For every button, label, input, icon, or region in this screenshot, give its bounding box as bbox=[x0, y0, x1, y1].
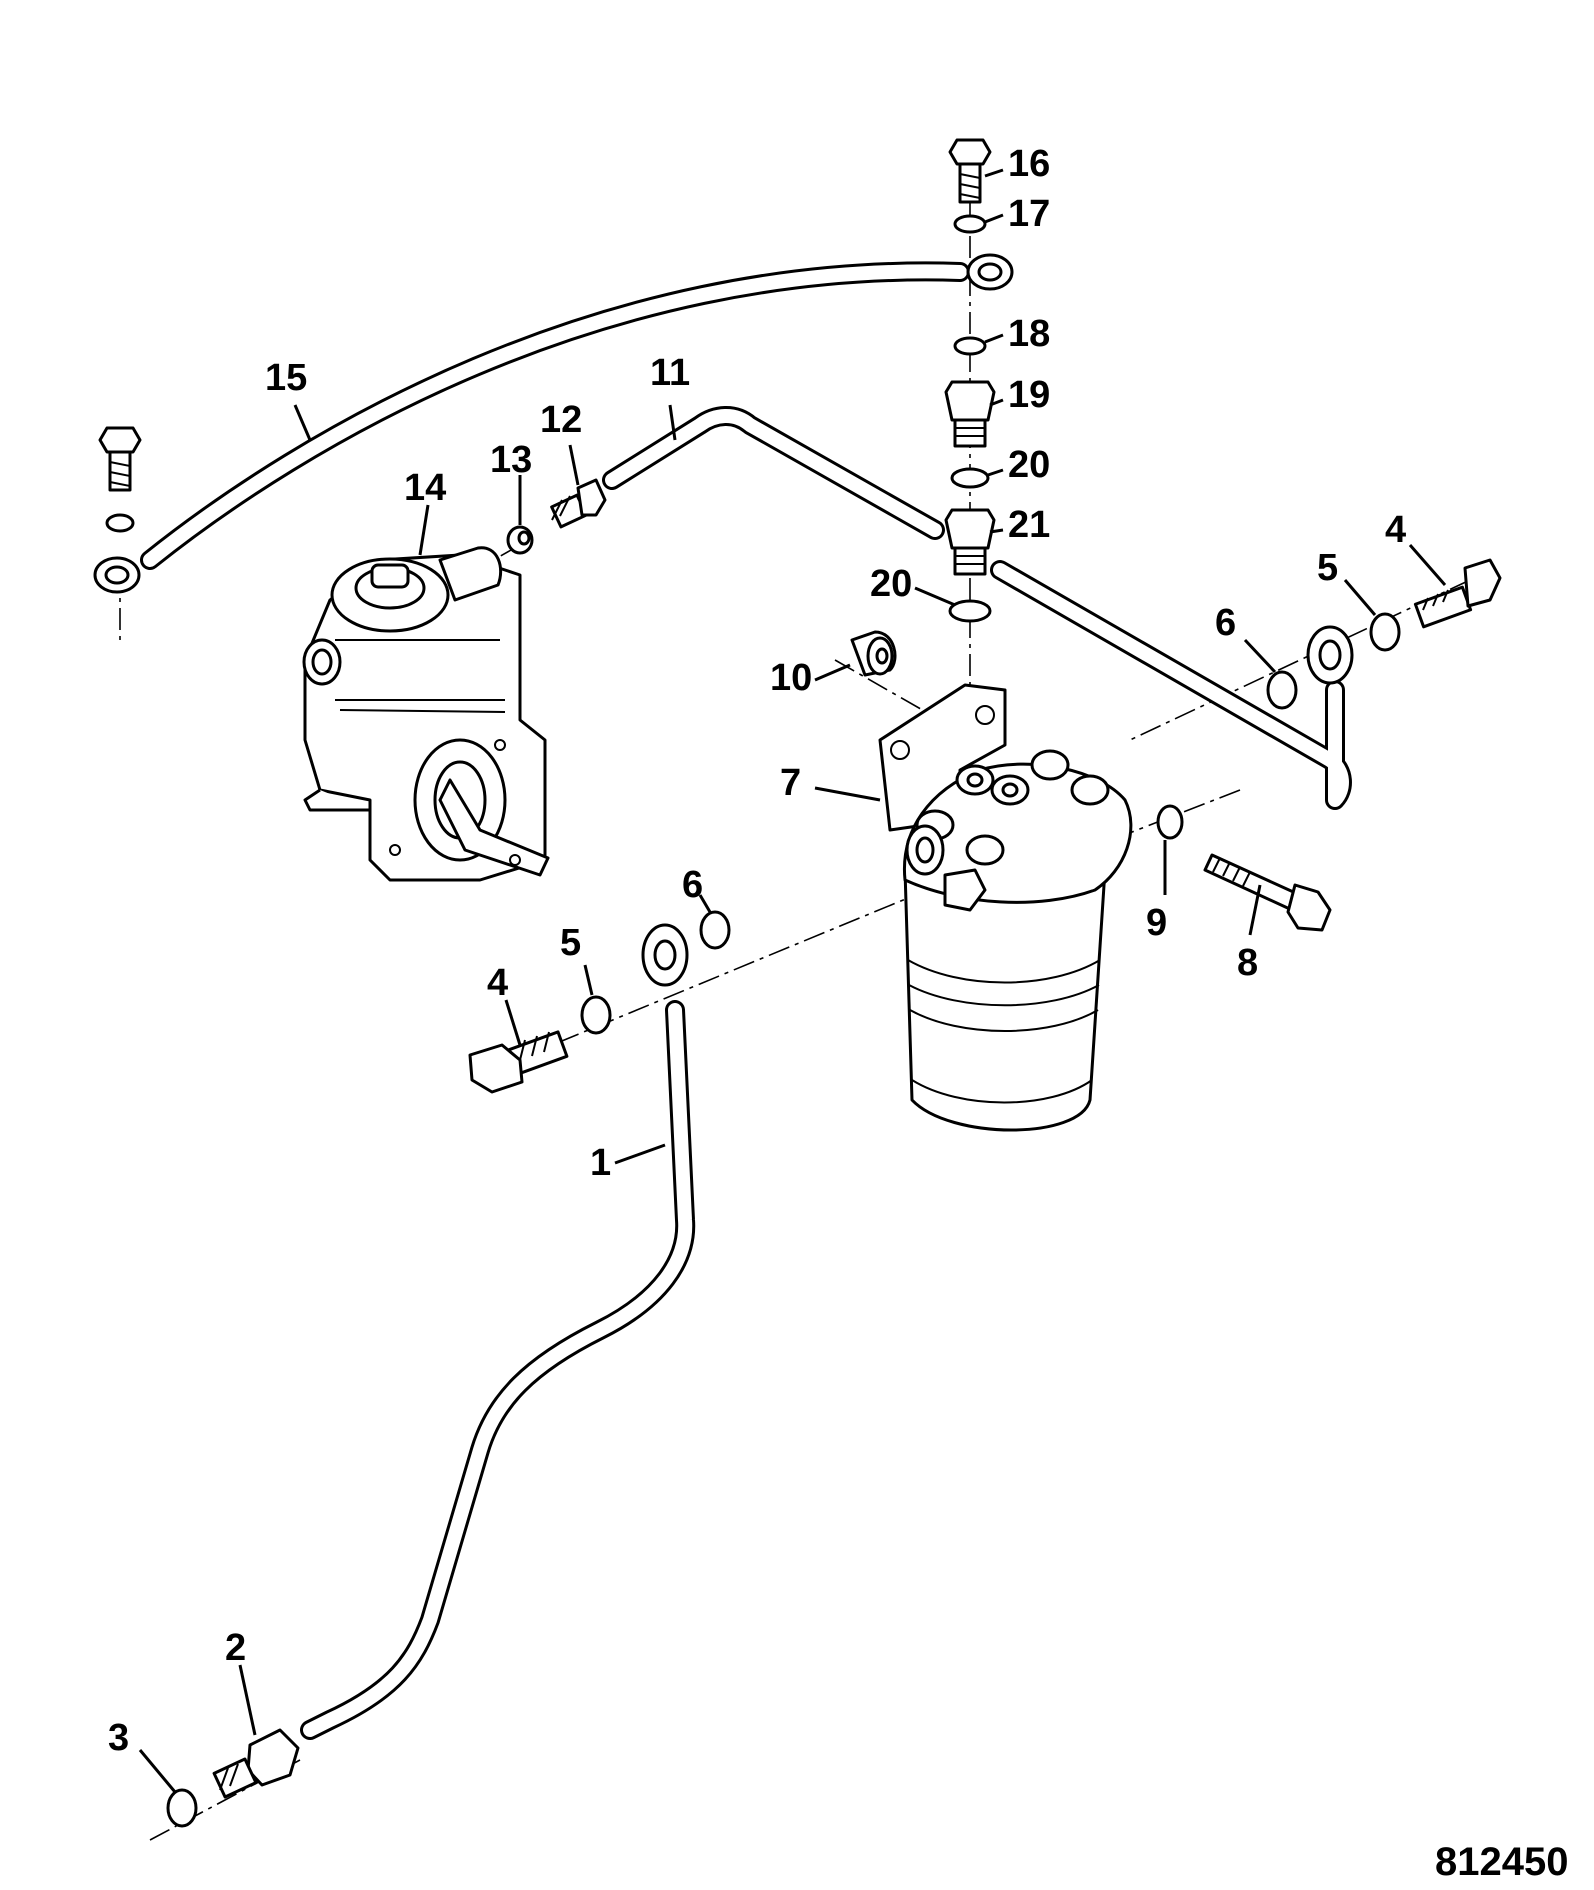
leader-lines bbox=[138, 168, 1447, 1793]
callout-18: 18 bbox=[1008, 313, 1050, 355]
callout-8: 8 bbox=[1237, 942, 1258, 984]
callout-6-left: 6 bbox=[682, 864, 703, 906]
washer-17 bbox=[953, 214, 987, 234]
adapter-2 bbox=[212, 1728, 300, 1799]
adapter-21 bbox=[944, 508, 996, 576]
adapter-19 bbox=[944, 380, 996, 448]
seal-13 bbox=[506, 525, 534, 555]
banjo-bolt-16 bbox=[948, 138, 992, 204]
callouts: 16 17 18 19 20 21 20 15 11 12 13 14 10 7… bbox=[108, 143, 1568, 1884]
washer-5-left bbox=[580, 995, 612, 1035]
callout-1: 1 bbox=[590, 1142, 611, 1184]
callout-3: 3 bbox=[108, 1717, 129, 1759]
washer-3 bbox=[166, 1788, 198, 1828]
callout-4-left: 4 bbox=[487, 962, 508, 1004]
fuel-tube-11 bbox=[602, 406, 1354, 810]
callout-5-right: 5 bbox=[1317, 547, 1338, 589]
callout-15: 15 bbox=[265, 357, 307, 399]
washer-20-upper bbox=[950, 467, 990, 489]
callout-19: 19 bbox=[1008, 374, 1050, 416]
washer-9 bbox=[1156, 804, 1184, 840]
washer-20-lower bbox=[948, 599, 992, 623]
callout-4-right: 4 bbox=[1385, 509, 1406, 551]
fuel-filter bbox=[878, 683, 1133, 1132]
callout-12: 12 bbox=[540, 399, 582, 441]
callout-17: 17 bbox=[1008, 193, 1050, 235]
adapter-12 bbox=[550, 478, 607, 529]
return-tube bbox=[93, 253, 1014, 594]
callout-2: 2 bbox=[225, 1627, 246, 1669]
callout-9: 9 bbox=[1146, 902, 1167, 944]
callout-5-left: 5 bbox=[560, 922, 581, 964]
left-banjo-bolt bbox=[98, 426, 142, 533]
figure-number: 812450 bbox=[1435, 1840, 1568, 1884]
alignment-lines bbox=[119, 160, 1471, 1841]
callout-20-upper: 20 bbox=[1008, 444, 1050, 486]
callout-14: 14 bbox=[404, 467, 446, 509]
washer-6-left bbox=[699, 910, 731, 950]
callout-16: 16 bbox=[1008, 143, 1050, 185]
callout-21: 21 bbox=[1008, 504, 1050, 546]
washer-6-right bbox=[1266, 670, 1298, 710]
washer-18 bbox=[953, 336, 987, 356]
callout-6-right: 6 bbox=[1215, 602, 1236, 644]
banjo-bolt-4-right bbox=[1413, 558, 1502, 629]
washer-5-right bbox=[1369, 612, 1401, 652]
banjo-bolt-4-left bbox=[468, 1030, 569, 1094]
callout-11: 11 bbox=[650, 352, 690, 394]
fuel-tube-1 bbox=[300, 923, 696, 1740]
spacer-10 bbox=[850, 630, 897, 677]
callout-13: 13 bbox=[490, 439, 532, 481]
callout-10: 10 bbox=[770, 657, 812, 699]
bolt-8 bbox=[1203, 853, 1332, 932]
fuel-lift-pump bbox=[302, 546, 550, 882]
callout-7: 7 bbox=[780, 762, 801, 804]
callout-20-lower: 20 bbox=[870, 563, 912, 605]
